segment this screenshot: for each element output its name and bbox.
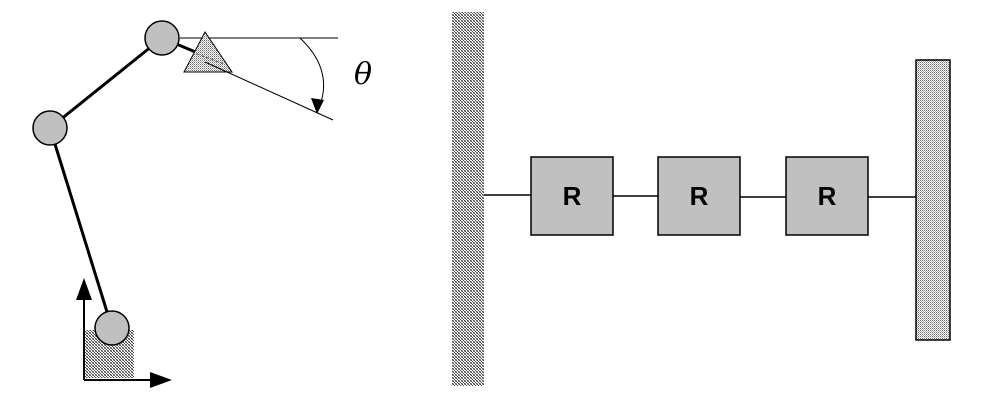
block-1: R <box>530 156 614 236</box>
block-chain-diagram: R R R <box>452 12 951 386</box>
joint-elbow <box>32 110 68 146</box>
block-1-box <box>530 156 614 236</box>
arm-link-2 <box>49 36 163 130</box>
joint-wrist <box>144 20 180 56</box>
block-3-box <box>785 156 869 236</box>
angle-arc-arrowhead <box>311 98 324 114</box>
block-1-label: R <box>563 181 582 211</box>
left-wall <box>452 12 484 386</box>
right-wall <box>915 59 951 341</box>
horizontal-axis-arrowhead <box>150 372 172 388</box>
angle-arc <box>299 37 325 109</box>
arm-link-1 <box>48 127 114 329</box>
vertical-axis-arrowhead <box>76 278 92 300</box>
coordinate-axes <box>76 278 172 388</box>
block-2: R <box>657 156 741 236</box>
block-2-label: R <box>690 181 709 211</box>
block-3-label: R <box>818 181 837 211</box>
robot-arm: θ <box>32 20 372 388</box>
angle-theta-label: θ <box>354 57 372 92</box>
block-3: R <box>785 156 869 236</box>
end-effector-dashed-axis <box>191 51 225 65</box>
joint-base <box>94 310 130 346</box>
angle-inclined-line <box>204 61 334 121</box>
end-effector-triangle <box>183 31 233 73</box>
block-2-box <box>657 156 741 236</box>
